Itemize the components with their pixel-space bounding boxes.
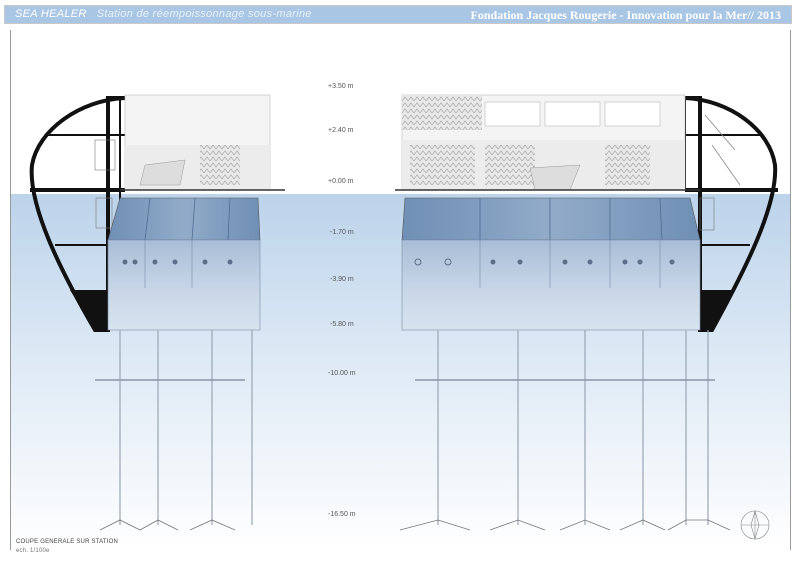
drawing-caption-scale: ech. 1/100e — [16, 548, 50, 554]
left-hull-black-keel — [70, 290, 108, 330]
project-title: SEA HEALER — [15, 8, 87, 20]
right-upper-seating — [402, 95, 482, 130]
right-hull — [684, 96, 778, 332]
level-label: +2.40 m — [328, 127, 354, 134]
left-module-body — [107, 239, 261, 331]
level-label: -10.00 m — [328, 370, 356, 377]
north-compass — [740, 509, 770, 541]
right-module — [401, 197, 701, 331]
project-subtitle: Station de réempoissonnage sous-marine — [96, 8, 312, 20]
pile-feet — [99, 519, 731, 531]
foundation-piles — [119, 330, 709, 525]
right-frame-line — [790, 30, 791, 550]
level-label: -1.70 m — [330, 229, 354, 236]
left-module — [107, 197, 261, 331]
right-module-roof — [401, 197, 701, 241]
right-hull-black-keel — [700, 290, 735, 330]
drawing-caption-title: COUPE GENERALE SUR STATION — [16, 539, 118, 545]
left-module-roof — [107, 197, 261, 241]
level-label: -5.80 m — [330, 321, 354, 328]
project-title-group: SEA HEALER Station de réempoissonnage so… — [15, 8, 312, 20]
right-module-body — [401, 239, 701, 331]
level-label: -3.90 m — [330, 276, 354, 283]
firm-title: Fondation Jacques Rougerie - Innovation … — [470, 8, 781, 22]
title-bar: SEA HEALER Station de réempoissonnage so… — [4, 5, 792, 24]
level-label: +0.00 m — [328, 178, 354, 185]
left-frame-line — [10, 30, 11, 550]
level-label: -16.50 m — [328, 511, 356, 518]
level-label: +3.50 m — [328, 83, 354, 90]
